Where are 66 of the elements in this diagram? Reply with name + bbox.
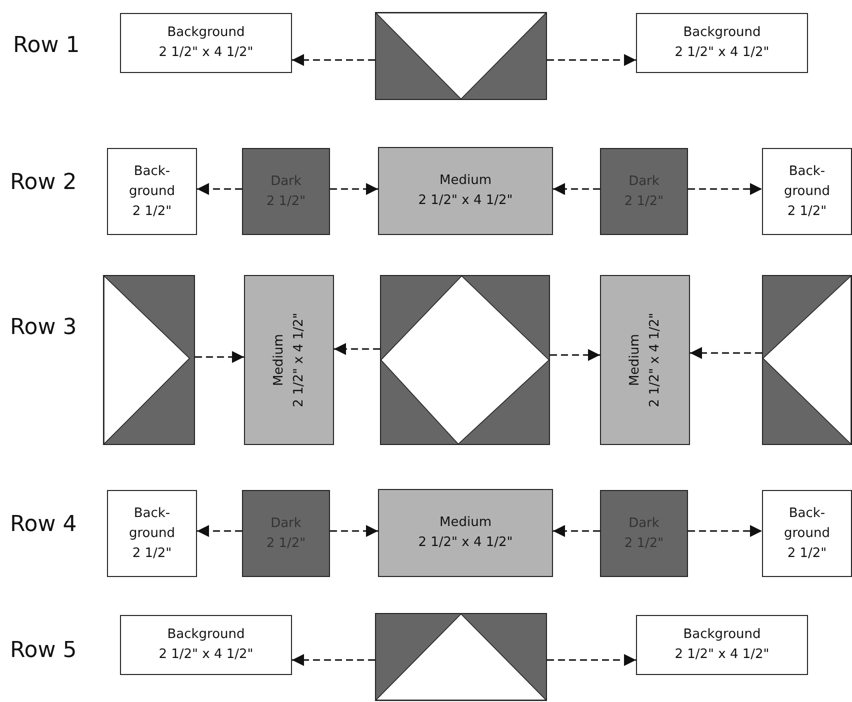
- size-label: 2 1/2": [786, 544, 828, 562]
- fabric-patch: [120, 13, 292, 73]
- fabric-patch: [107, 490, 197, 577]
- fabric-label: Background: [167, 626, 245, 644]
- dashed-arrow: [330, 183, 378, 195]
- dashed-arrow: [550, 349, 600, 361]
- fabric-patch: [242, 490, 330, 577]
- size-label: 2 1/2" x 4 1/2": [418, 192, 513, 210]
- quilt-unit-drawing: [380, 275, 550, 445]
- row-label: Row 3: [10, 315, 77, 340]
- fabric-patch: [636, 13, 808, 73]
- dashed-arrow: [688, 525, 762, 537]
- dashed-arrow: [197, 183, 242, 195]
- dashed-arrow: [690, 347, 762, 359]
- dashed-arrow: [547, 54, 636, 66]
- quilt-unit-drawing: [762, 275, 852, 445]
- fabric-patch: [636, 615, 808, 675]
- size-label: 2 1/2" x 4 1/2": [674, 44, 770, 62]
- dashed-arrow: [553, 525, 600, 537]
- row-label: Row 4: [10, 512, 77, 537]
- fabric-patch: [762, 490, 852, 577]
- fabric-label: Background: [683, 626, 761, 644]
- dashed-arrow: [547, 654, 636, 666]
- fabric-label: Back- ground: [128, 504, 176, 542]
- dashed-arrow: [292, 654, 375, 666]
- fabric-patch: [762, 148, 852, 235]
- fabric-patch: [244, 275, 334, 445]
- size-label: 2 1/2" x 4 1/2": [158, 44, 254, 62]
- fabric-patch: [600, 148, 688, 235]
- size-label: 2 1/2" x 4 1/2": [158, 646, 254, 664]
- quilt-unit-drawing: [375, 613, 547, 701]
- row-label: Row 2: [10, 170, 77, 195]
- fabric-patch: [378, 147, 553, 235]
- fabric-patch: [600, 275, 690, 445]
- size-label: 2 1/2" x 4 1/2": [646, 312, 663, 408]
- size-label: 2 1/2": [131, 544, 173, 562]
- size-label: 2 1/2": [786, 202, 828, 220]
- dashed-arrow: [292, 54, 375, 66]
- fabric-patch: [378, 489, 553, 577]
- size-label: 2 1/2" x 4 1/2": [674, 646, 770, 664]
- fabric-label: Back- ground: [128, 162, 176, 200]
- fabric-label: Back- ground: [783, 162, 831, 200]
- quilt-unit-drawing: [375, 12, 547, 100]
- fabric-patch: [242, 148, 330, 235]
- fabric-label: Medium: [270, 334, 287, 386]
- dashed-arrow: [197, 525, 242, 537]
- size-label: 2 1/2" x 4 1/2": [290, 312, 307, 408]
- fabric-patch: [107, 148, 197, 235]
- fabric-patch: [120, 615, 292, 675]
- fabric-label: Medium: [440, 514, 492, 532]
- fabric-label: Background: [683, 24, 761, 42]
- dashed-arrow: [688, 183, 762, 195]
- fabric-label: Medium: [440, 172, 492, 190]
- quilt-unit-drawing: [103, 275, 195, 445]
- fabric-patch: [600, 490, 688, 577]
- fabric-label: Medium: [626, 334, 643, 386]
- fabric-label: Background: [167, 24, 245, 42]
- row-label: Row 1: [13, 33, 80, 58]
- dashed-arrow: [330, 525, 378, 537]
- dashed-arrow: [553, 183, 600, 195]
- row-label: Row 5: [10, 638, 77, 663]
- fabric-label: Back- ground: [783, 504, 831, 542]
- size-label: 2 1/2" x 4 1/2": [418, 534, 513, 552]
- dashed-arrow: [195, 351, 244, 363]
- size-label: 2 1/2": [131, 202, 173, 220]
- dashed-arrow: [334, 343, 380, 355]
